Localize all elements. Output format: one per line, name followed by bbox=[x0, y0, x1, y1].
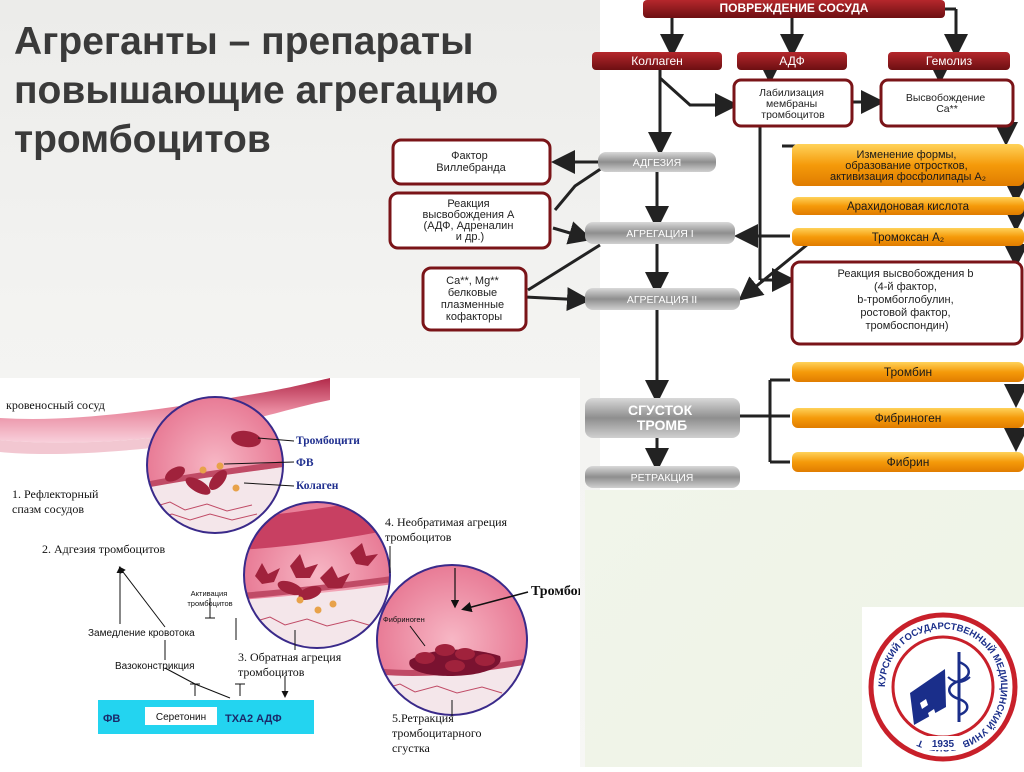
svg-text:Фактор Виллебранда: Фактор Виллебранда bbox=[436, 150, 506, 174]
hemolysis-box: Гемолиз bbox=[888, 52, 1010, 70]
logo-year: 1935 bbox=[932, 739, 955, 750]
retraction-stage: РЕТРАКЦИЯ bbox=[585, 466, 740, 488]
fibrin-box: Фибрин bbox=[792, 452, 1024, 472]
svg-text:Фибриноген: Фибриноген bbox=[875, 411, 942, 425]
shape-change-box: Изменение формы, образование отростков, … bbox=[792, 144, 1024, 186]
fibrinogen-box: Фибриноген bbox=[792, 408, 1024, 428]
willebrand-factor-box: Фактор Виллебранда bbox=[391, 138, 552, 186]
platelets-label: Тромбоцити bbox=[296, 435, 360, 447]
step-3-label: 3. Обратная агреция тромбоцитов bbox=[238, 650, 344, 679]
slide-title: Агреганты – препараты повышающие агрегац… bbox=[14, 20, 499, 161]
mediators-bar bbox=[98, 700, 314, 734]
thrombin-box: Тромбин bbox=[792, 362, 1024, 382]
scheme-connectors bbox=[524, 7, 1024, 472]
adp-box: АДФ bbox=[737, 52, 847, 70]
hemostasis-illustration: кровеносный сосуд Тромбоцити ФВ Колаген … bbox=[0, 378, 580, 767]
serotonin-label: Серетонин bbox=[156, 712, 206, 723]
fv-bar-label: ФВ bbox=[103, 713, 120, 725]
release-reaction-a-box: Реакция высвобождения А (АДФ, Адреналин … bbox=[388, 191, 552, 250]
svg-text:АДГЕЗИЯ: АДГЕЗИЯ bbox=[633, 157, 681, 169]
svg-text:Ca**, Mg** белковые: Ca**, Mg** белковые плазменные кофакторы bbox=[441, 275, 507, 323]
svg-text:Тромоксан A₂: Тромоксан A₂ bbox=[872, 232, 944, 244]
svg-text:СГУСТОК ТРОМБ: СГУСТОК ТРОМБ bbox=[628, 402, 696, 433]
txa2-adp-label: ТХА2 АДФ bbox=[225, 713, 282, 725]
blood-vessel-drawing bbox=[0, 378, 330, 454]
svg-text:ПОВРЕЖДЕНИЕ СОСУДА: ПОВРЕЖДЕНИЕ СОСУДА bbox=[720, 1, 869, 15]
svg-text:Изменение формы, образов: Изменение формы, образование отростков, … bbox=[830, 149, 986, 183]
arachidonic-acid-box: Арахидоновая кислота bbox=[792, 197, 1024, 215]
blood-flow-slowing-label: Замедление кровотока bbox=[88, 628, 195, 639]
calcium-release-box: Высвобождение Ca** bbox=[879, 78, 1015, 128]
svg-text:Гемолиз: Гемолиз bbox=[926, 54, 973, 68]
svg-text:Лабилизация мембраны: Лабилизация мембраны тромбоцитов bbox=[759, 87, 827, 121]
svg-text:Реакция высвобождения А: Реакция высвобождения А (АДФ, Адреналин … bbox=[423, 198, 518, 243]
svg-text:Фибрин: Фибрин bbox=[887, 455, 930, 469]
step-5-label: 5.Ретракция тромбоцитарного сгустка bbox=[392, 711, 484, 755]
vasoconstriction-label: Вазоконстрикция bbox=[115, 661, 195, 672]
svg-text:Тромбин: Тромбин bbox=[884, 365, 932, 379]
vessel-label: кровеносный сосуд bbox=[6, 398, 105, 412]
clot-thrombus-stage: СГУСТОК ТРОМБ bbox=[585, 398, 740, 438]
aggregation-2-stage: АГРЕГАЦИЯ II bbox=[585, 288, 740, 310]
feedback-arrows bbox=[116, 566, 289, 699]
thromboplastin-label: Тромбопластин bbox=[531, 584, 580, 599]
collagen-box: Коллаген bbox=[592, 52, 722, 70]
logo-shield bbox=[910, 669, 946, 725]
plasma-cofactors-box: Ca**, Mg** белковые плазменные кофакторы bbox=[421, 266, 528, 332]
adhesion-stage: АДГЕЗИЯ bbox=[598, 152, 716, 172]
collagen-label: Колаген bbox=[296, 480, 339, 492]
thromboxane-box: Тромоксан A₂ bbox=[792, 228, 1024, 246]
university-logo: КУРСКИЙ ГОСУДАРСТВЕННЫЙ МЕДИЦИНСКИЙ УНИВ… bbox=[862, 607, 1024, 767]
svg-text:Реакция высвобождения b: Реакция высвобождения b (4-й фактор, b-т… bbox=[837, 268, 976, 332]
release-reaction-b-box: Реакция высвобождения b (4-й фактор, b-т… bbox=[790, 260, 1024, 346]
svg-text:АГРЕГАЦИЯ I: АГРЕГАЦИЯ I bbox=[626, 228, 693, 240]
svg-text:Коллаген: Коллаген bbox=[631, 54, 683, 68]
fv-label: ФВ bbox=[296, 457, 314, 469]
svg-text:РЕТРАКЦИЯ: РЕТРАКЦИЯ bbox=[631, 472, 694, 484]
fibrinogen-small-label: Фибриноген bbox=[383, 615, 425, 624]
vessel-damage-box: ПОВРЕЖДЕНИЕ СОСУДА bbox=[643, 0, 945, 18]
platelet-activation-label: Активация тромбоцитов bbox=[187, 589, 232, 608]
svg-text:АДФ: АДФ bbox=[779, 54, 804, 68]
step-1-label: 1. Рефлекторный спазм сосудов bbox=[12, 487, 101, 516]
svg-text:Высвобождение Ca**: Высвобождение Ca** bbox=[906, 92, 988, 115]
svg-text:Арахидоновая кислота: Арахидоновая кислота bbox=[847, 201, 970, 213]
aggregation-1-stage: АГРЕГАЦИЯ I bbox=[585, 222, 735, 244]
svg-text:АГРЕГАЦИЯ II: АГРЕГАЦИЯ II bbox=[627, 294, 697, 306]
step-2-label: 2. Адгезия тромбоцитов bbox=[42, 542, 165, 556]
step-4-label: 4. Необратимая агреция тромбоцитов bbox=[385, 515, 510, 544]
membrane-labilization-box: Лабилизация мембраны тромбоцитов bbox=[732, 78, 854, 128]
